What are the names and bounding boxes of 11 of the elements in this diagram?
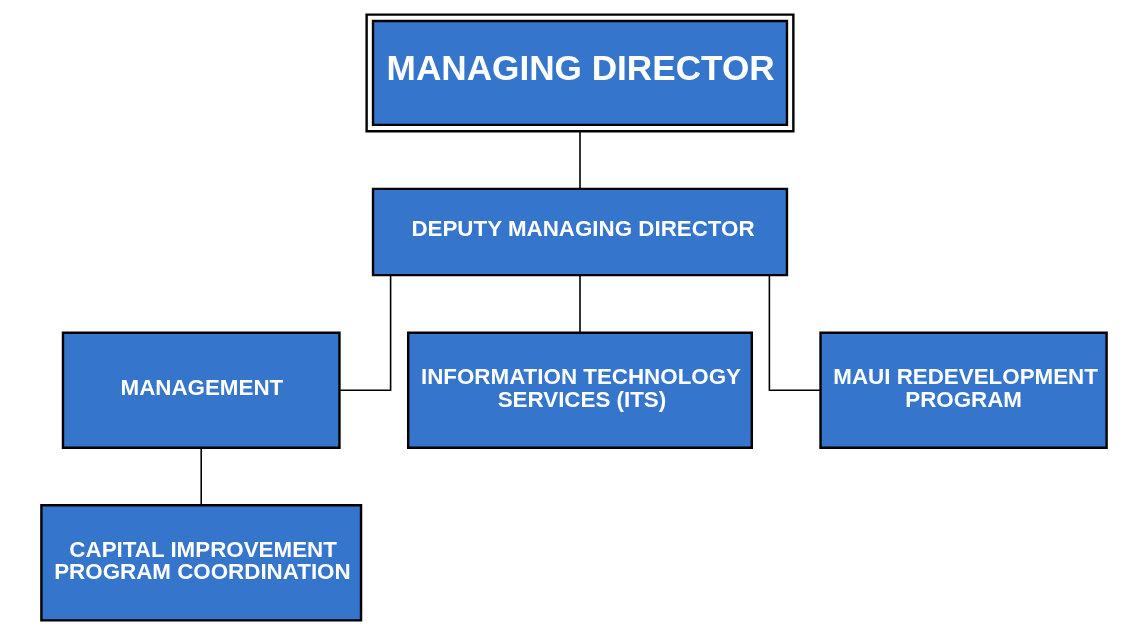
- node-box: MANAGING DIRECTOR: [365, 13, 795, 133]
- connector: [200, 447, 202, 506]
- node-box: MANAGEMENT: [61, 331, 341, 449]
- connector: [579, 130, 581, 190]
- connector: [768, 274, 822, 392]
- node-box: INFORMATION TECHNOLOGY SERVICES (ITS): [407, 331, 753, 449]
- connector: [579, 274, 581, 333]
- node-box: MAUI REDEVELOPMENT PROGRAM: [819, 331, 1108, 449]
- node-box: DEPUTY MANAGING DIRECTOR: [371, 187, 789, 277]
- node-box: CAPITAL IMPROVEMENT PROGRAM COORDINATION: [40, 504, 363, 622]
- connector: [339, 274, 392, 392]
